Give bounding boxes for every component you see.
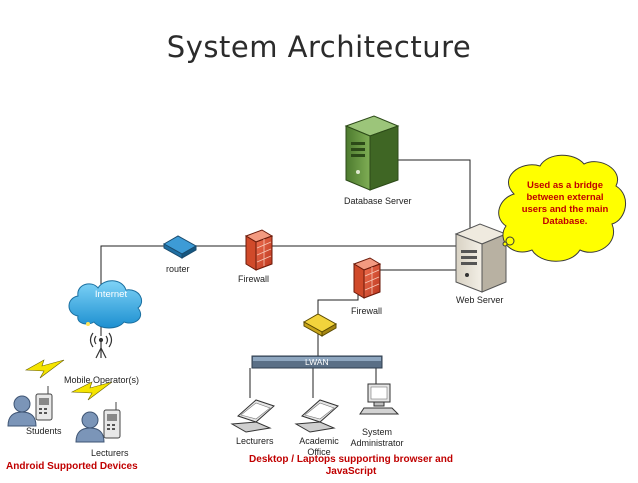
- callout-text: Used as a bridge between external users …: [521, 180, 609, 227]
- signal-bolts: [24, 359, 113, 401]
- system-administrator-label: System Administrator: [350, 427, 404, 448]
- laptop-lecturers-icon: [230, 399, 275, 433]
- academic-office-label: Academic Office: [299, 436, 339, 457]
- lwan-bus: [251, 355, 383, 369]
- firewall-1-icon: [244, 229, 274, 271]
- database-server-icon: [344, 115, 400, 191]
- internet-cloud-icon: [68, 280, 142, 329]
- laptop-academic-office-icon: [294, 399, 339, 433]
- firewall-1-label: Firewall: [238, 274, 270, 284]
- lan-router-icon: [302, 313, 338, 337]
- lecturers-laptop-label: Lecturers: [236, 436, 274, 446]
- lwan-label: LWAN: [305, 357, 329, 367]
- mobile-tower-icon: [89, 332, 113, 359]
- desktop-caption: Desktop / Laptops supporting browser and…: [249, 454, 453, 477]
- android-caption: Android Supported Devices: [6, 461, 138, 472]
- page-title: System Architecture: [166, 30, 472, 64]
- link-dbserver-webserver: [384, 159, 471, 232]
- students-label: Students: [26, 426, 62, 436]
- router-icon: [162, 235, 198, 259]
- firewall-2-icon: [352, 257, 382, 299]
- firewall-2-label: Firewall: [351, 306, 383, 316]
- link-internet-router: [100, 245, 170, 290]
- mobile-operator-label: Mobile Operator(s): [64, 375, 140, 385]
- router-label: router: [166, 264, 190, 274]
- signal-bolt-1: [24, 359, 65, 379]
- lecturers-mobile-label: Lecturers: [91, 448, 129, 458]
- web-server-label: Web Server: [456, 295, 504, 305]
- desktop-sysadmin-icon: [359, 383, 400, 415]
- internet-label: Internet: [94, 289, 128, 300]
- lecturers-mobile-icon: [75, 402, 121, 443]
- signal-bolt-2: [70, 381, 113, 401]
- connection-lines: [100, 159, 486, 398]
- database-server-label: Database Server: [344, 196, 412, 206]
- bridge-callout: [498, 154, 626, 262]
- students-icon: [7, 386, 53, 427]
- web-server-icon: [454, 223, 508, 293]
